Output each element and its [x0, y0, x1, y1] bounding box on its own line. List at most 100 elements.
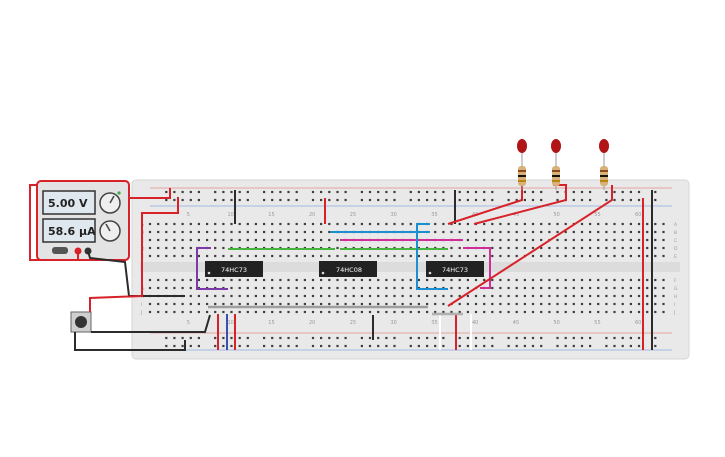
breadboard-hole[interactable] — [466, 302, 469, 306]
breadboard-hole[interactable] — [222, 278, 225, 282]
breadboard-hole[interactable] — [230, 278, 233, 282]
breadboard-hole[interactable] — [165, 254, 168, 258]
breadboard-hole[interactable] — [605, 344, 608, 348]
breadboard-hole[interactable] — [483, 190, 486, 194]
breadboard-hole[interactable] — [336, 344, 339, 348]
breadboard-hole[interactable] — [646, 254, 649, 258]
breadboard-hole[interactable] — [246, 302, 249, 306]
breadboard-hole[interactable] — [279, 238, 282, 242]
breadboard-hole[interactable] — [474, 230, 478, 234]
breadboard-hole[interactable] — [303, 222, 306, 226]
breadboard-hole[interactable] — [580, 190, 584, 194]
breadboard-hole[interactable] — [246, 230, 249, 234]
breadboard-hole[interactable] — [271, 222, 274, 226]
breadboard-hole[interactable] — [580, 294, 584, 298]
breadboard-hole[interactable] — [629, 310, 632, 314]
breadboard-hole[interactable] — [320, 294, 323, 298]
purple-wire[interactable] — [196, 247, 228, 290]
breadboard-hole[interactable] — [181, 198, 184, 202]
breadboard-hole[interactable] — [483, 278, 486, 282]
breadboard-hole[interactable] — [613, 222, 616, 226]
breadboard-hole[interactable] — [230, 190, 233, 194]
breadboard-hole[interactable] — [572, 310, 575, 314]
breadboard-hole[interactable] — [303, 286, 306, 290]
breadboard-hole[interactable] — [409, 310, 412, 314]
breadboard-hole[interactable] — [613, 198, 616, 202]
breadboard-hole[interactable] — [287, 336, 290, 340]
breadboard-hole[interactable] — [197, 294, 200, 298]
breadboard-hole[interactable] — [483, 230, 486, 234]
breadboard-hole[interactable] — [287, 254, 290, 258]
breadboard-hole[interactable] — [466, 198, 469, 202]
breadboard-hole[interactable] — [531, 302, 535, 306]
breadboard-hole[interactable] — [279, 310, 282, 314]
breadboard-hole[interactable] — [417, 198, 420, 202]
breadboard-hole[interactable] — [450, 254, 453, 258]
breadboard-hole[interactable] — [254, 278, 257, 282]
breadboard-hole[interactable] — [263, 254, 266, 258]
button-signal-wire[interactable] — [91, 314, 211, 333]
breadboard-hole[interactable] — [214, 302, 217, 306]
breadboard-hole[interactable] — [597, 310, 600, 314]
breadboard-hole[interactable] — [442, 254, 445, 258]
breadboard-hole[interactable] — [157, 238, 160, 242]
breadboard-hole[interactable] — [271, 310, 274, 314]
breadboard-hole[interactable] — [254, 230, 257, 234]
breadboard-hole[interactable] — [597, 294, 600, 298]
breadboard-hole[interactable] — [621, 230, 624, 234]
breadboard-hole[interactable] — [507, 230, 510, 234]
breadboard-hole[interactable] — [507, 190, 510, 194]
breadboard-hole[interactable] — [181, 190, 184, 194]
breadboard-hole[interactable] — [474, 254, 478, 258]
breadboard-hole[interactable] — [531, 190, 535, 194]
breadboard-hole[interactable] — [393, 286, 396, 290]
breadboard-hole[interactable] — [654, 222, 657, 226]
breadboard-hole[interactable] — [662, 246, 665, 250]
breadboard-hole[interactable] — [328, 230, 331, 234]
button-supply-wire[interactable] — [89, 197, 179, 312]
led-wire-2[interactable] — [473, 184, 567, 225]
breadboard-hole[interactable] — [165, 230, 168, 234]
breadboard-hole[interactable] — [377, 254, 380, 258]
breadboard-hole[interactable] — [181, 344, 184, 348]
breadboard-hole[interactable] — [214, 198, 217, 202]
breadboard-hole[interactable] — [303, 310, 306, 314]
breadboard-hole[interactable] — [409, 302, 412, 306]
breadboard-hole[interactable] — [515, 222, 518, 226]
breadboard-hole[interactable] — [303, 254, 306, 258]
breadboard-hole[interactable] — [646, 302, 649, 306]
breadboard-hole[interactable] — [238, 344, 241, 348]
pushbutton-icon[interactable] — [75, 316, 87, 328]
breadboard-hole[interactable] — [507, 336, 510, 340]
breadboard-hole[interactable] — [646, 238, 649, 242]
breadboard-hole[interactable] — [572, 294, 575, 298]
breadboard-hole[interactable] — [515, 310, 518, 314]
breadboard-hole[interactable] — [311, 302, 315, 306]
breadboard-hole[interactable] — [491, 198, 494, 202]
breadboard-hole[interactable] — [401, 302, 404, 306]
breadboard-hole[interactable] — [434, 336, 437, 340]
breadboard-hole[interactable] — [613, 302, 616, 306]
breadboard-hole[interactable] — [344, 286, 347, 290]
breadboard-hole[interactable] — [197, 190, 200, 194]
breadboard-hole[interactable] — [491, 222, 494, 226]
breadboard-hole[interactable] — [165, 246, 168, 250]
breadboard-hole[interactable] — [426, 198, 429, 202]
breadboard-hole[interactable] — [629, 254, 632, 258]
breadboard-hole[interactable] — [523, 344, 526, 348]
breadboard-hole[interactable] — [368, 294, 372, 298]
breadboard-hole[interactable] — [181, 246, 184, 250]
breadboard-hole[interactable] — [531, 294, 535, 298]
breadboard-hole[interactable] — [572, 230, 575, 234]
breadboard-hole[interactable] — [426, 254, 429, 258]
breadboard-hole[interactable] — [621, 198, 624, 202]
breadboard-hole[interactable] — [426, 302, 429, 306]
breadboard-hole[interactable] — [409, 254, 412, 258]
breadboard-hole[interactable] — [629, 190, 632, 194]
breadboard-hole[interactable] — [540, 230, 543, 234]
blue-wire-2[interactable] — [416, 223, 448, 290]
breadboard-hole[interactable] — [637, 302, 641, 306]
breadboard-hole[interactable] — [646, 230, 649, 234]
breadboard-hole[interactable] — [605, 238, 608, 242]
breadboard-hole[interactable] — [580, 278, 584, 282]
